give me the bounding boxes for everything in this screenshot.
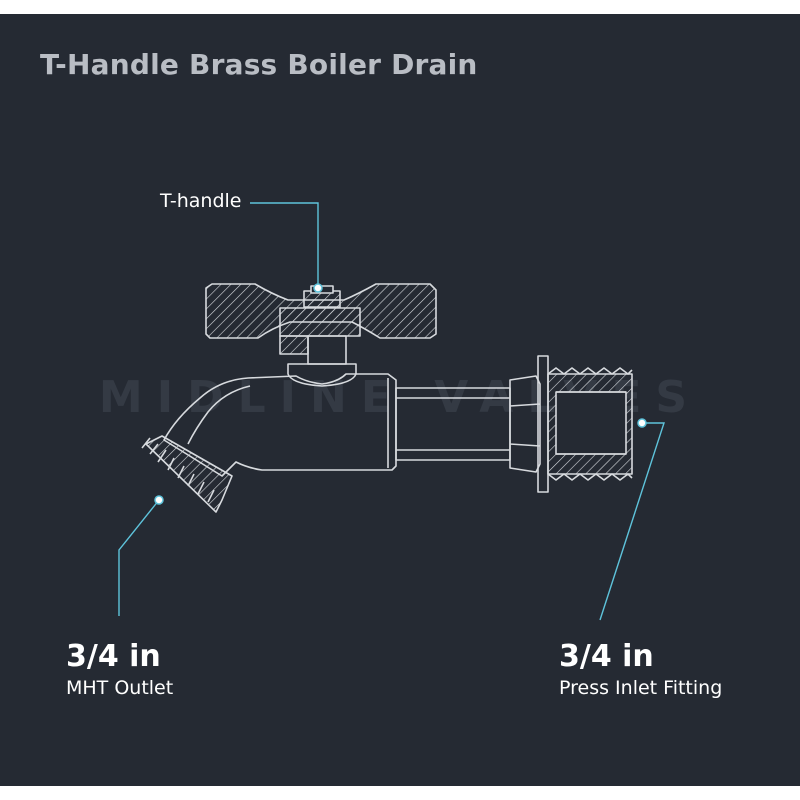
inlet-thread-bottom: [547, 473, 633, 481]
inlet-leader: [599, 422, 665, 621]
inlet-bore: [555, 391, 627, 455]
outlet-dot: [154, 495, 164, 505]
outlet-leader: [118, 499, 160, 616]
inlet-bore-lines: [556, 391, 626, 455]
body-inner-line: [187, 385, 251, 445]
inlet-callout: 3/4 in Press Inlet Fitting: [559, 639, 722, 701]
pipe-inner-lines: [396, 397, 510, 451]
inlet-description: Press Inlet Fitting: [559, 677, 723, 699]
stem-lower: [307, 335, 347, 365]
stem-block: [279, 307, 361, 337]
t-handle-label: T-handle: [160, 190, 242, 212]
inlet-dot: [637, 418, 647, 428]
valve-drawing: [141, 283, 633, 513]
callout-dots: [154, 283, 647, 505]
outlet-thread-edge: [141, 437, 215, 503]
inlet-size: 3/4 in: [559, 639, 654, 674]
outlet-description: MHT Outlet: [66, 677, 174, 699]
page-title: T-Handle Brass Boiler Drain: [40, 48, 478, 81]
t-handle-dot: [313, 283, 323, 293]
inlet-hex-nut: [509, 375, 541, 473]
diagram-canvas: T-Handle Brass Boiler Drain MIDLINE VALV…: [0, 14, 800, 786]
callout-lines: [118, 202, 665, 621]
valve-body: [163, 373, 397, 477]
boiler-drain-diagram: MIDLINE VALVES: [99, 202, 687, 621]
t-handle-leader: [250, 202, 319, 286]
bonnet: [287, 363, 357, 387]
outlet-threads: [145, 435, 233, 513]
stem-lower-hatch: [279, 335, 309, 355]
outlet-callout: 3/4 in MHT Outlet: [66, 639, 173, 701]
outlet-size: 3/4 in: [66, 639, 161, 674]
inlet-thread-top: [547, 367, 633, 375]
